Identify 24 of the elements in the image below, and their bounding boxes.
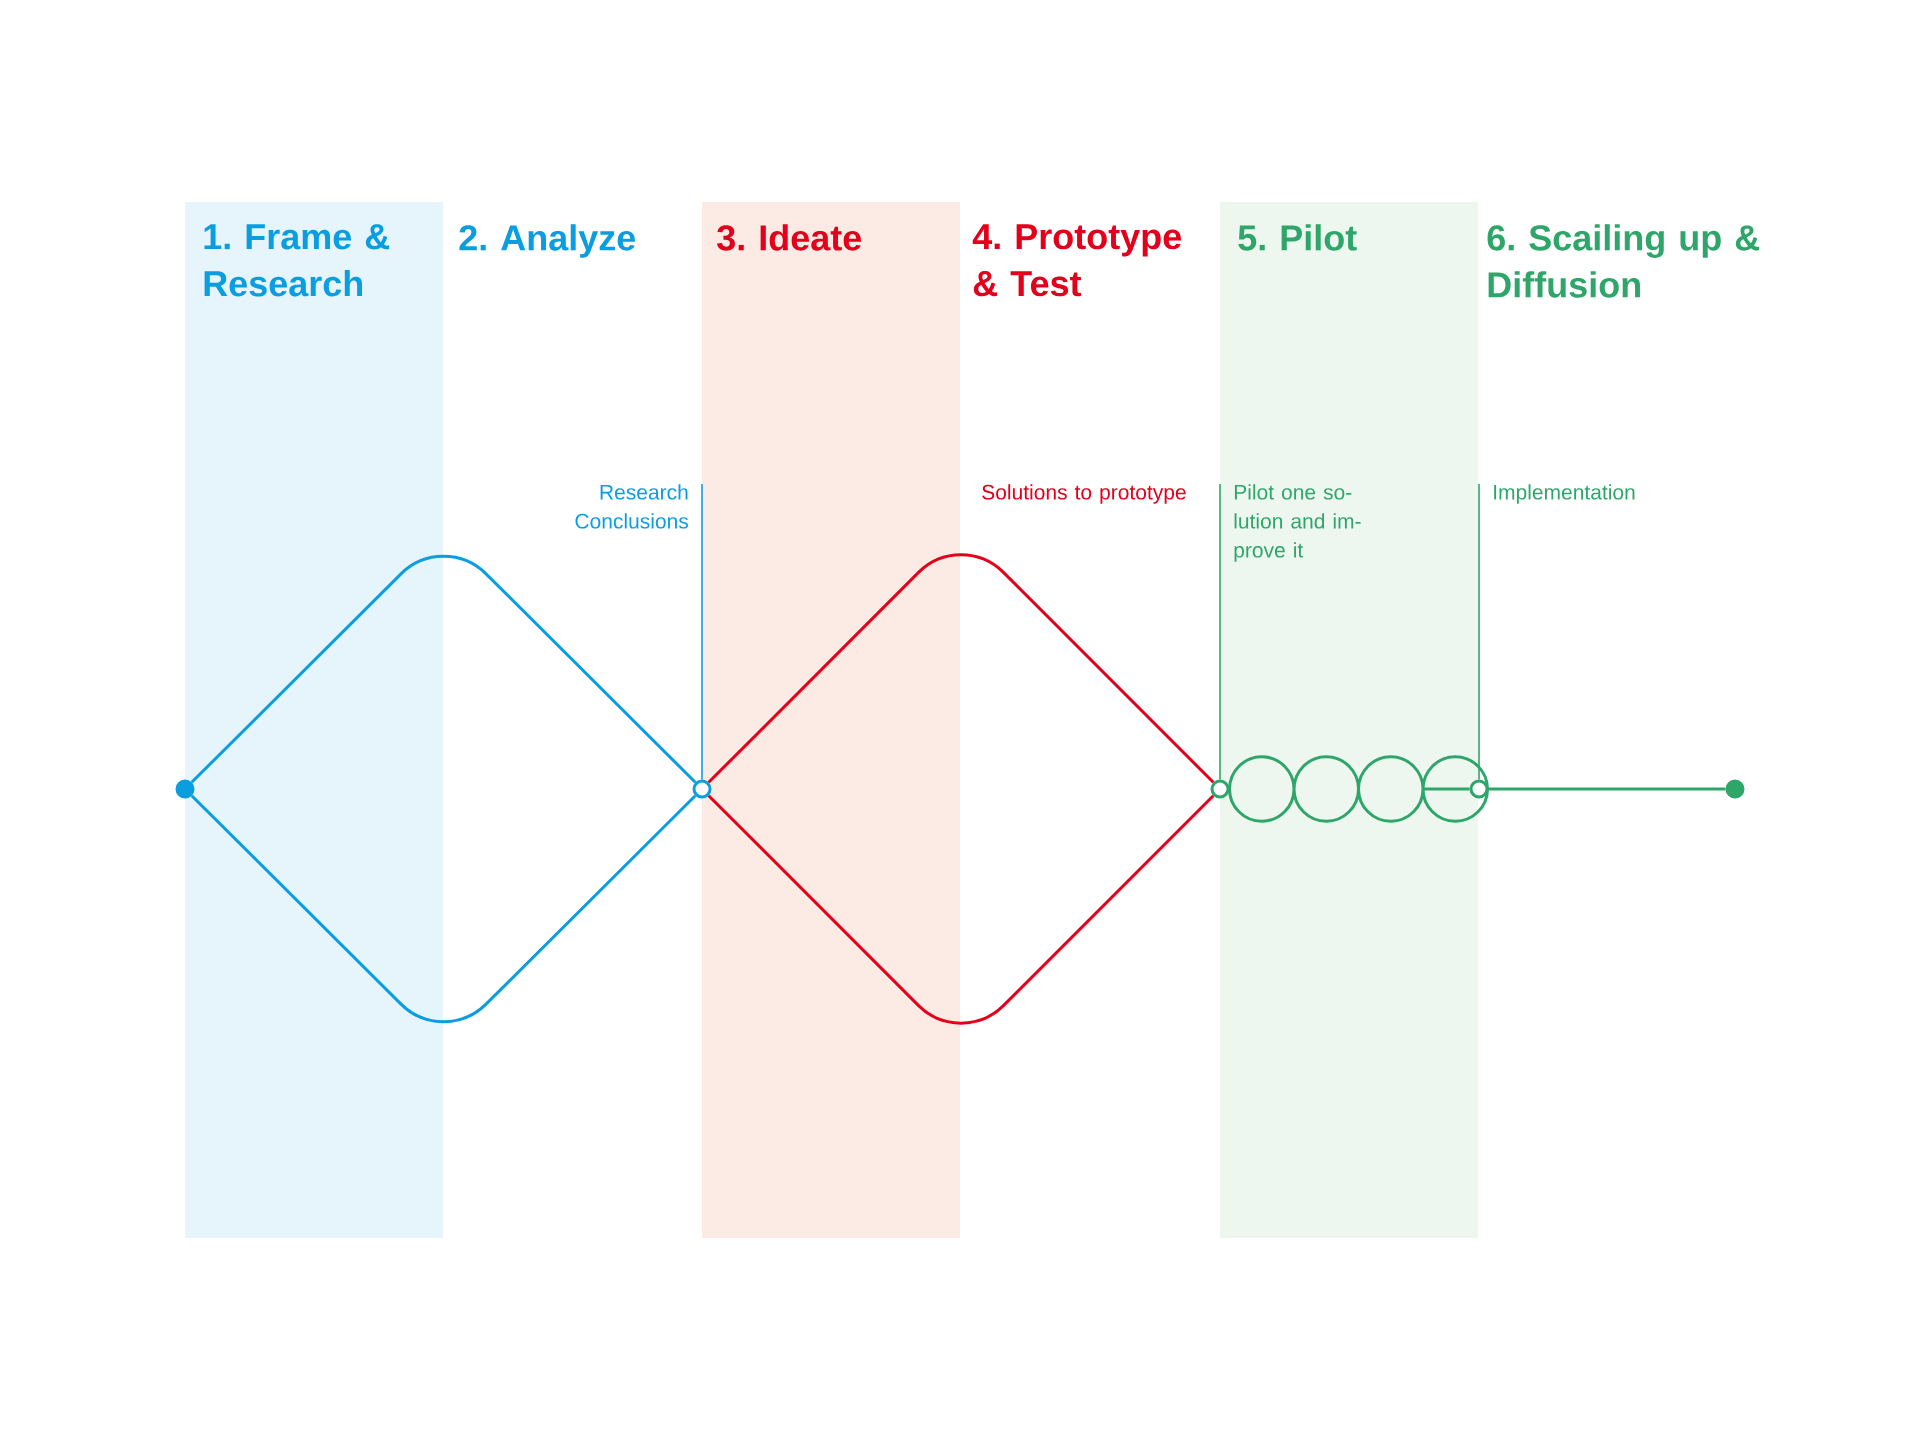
diamond-path [707,553,1215,784]
end-dot [175,779,195,799]
phase-heading: 5. Pilot [1238,224,1357,251]
leader-line [701,483,703,781]
phase-heading: 2. Analyze [459,224,636,258]
phase-heading: 3. Ideate [717,224,862,251]
junction-circle [1469,779,1489,799]
junction-circle [692,779,712,799]
annotation-text: Solutions to prototype [982,484,1186,504]
line [1488,787,1726,791]
phase-heading: 6. Scailing up & Diffusion [1487,224,1760,298]
annotation-text: Implementation [1494,484,1635,504]
diamond-path [707,794,1215,1025]
phase-heading: 1. Frame & Research [204,224,390,297]
annotation-text: Pilot one so- lution and im- prove it [1234,484,1361,562]
junction-circle [1210,779,1230,799]
diamond-path [190,555,697,784]
end-dot [1725,779,1745,799]
annotation-text: Research Conclusions [575,484,688,529]
leader-line [1478,483,1480,781]
iteration-loops [1228,755,1489,823]
leader-line [1219,483,1221,781]
diamond-path [190,794,697,1023]
phase-heading: 4. Prototype & Test [972,224,1181,297]
